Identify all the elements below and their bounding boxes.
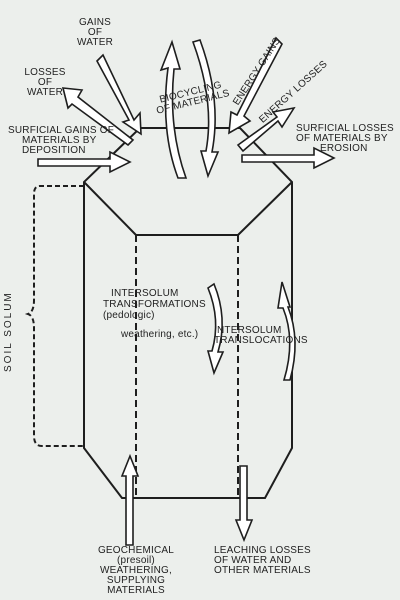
surficial-gains-arrow — [37, 150, 132, 174]
surficial-gains-label: SURFICIAL GAINS OF MATERIALS BY DEPOSITI… — [8, 125, 115, 156]
biocycling-up-arrow — [159, 39, 188, 179]
translocation-up-arrow — [277, 281, 296, 381]
intersolum-transformations-label: INTERSOLUM TRANSFORMATIONS (pedologic) w… — [103, 288, 206, 340]
surficial-losses-label: SURFICIAL LOSSES OF MATERIALS BY EROSION — [296, 123, 394, 154]
energy-losses-arrow — [236, 106, 296, 153]
soil-solum-label: SOIL SOLUM — [3, 291, 14, 372]
pedon-outline — [83, 127, 293, 499]
surficial-losses-arrow — [241, 146, 336, 170]
translocation-down-arrow — [206, 282, 225, 376]
biocycling-down-arrow — [191, 39, 220, 179]
gains-of-water-arrow — [96, 53, 142, 136]
geochemical-up-arrow — [120, 453, 140, 546]
intersolum-translocations-label: INTERSOLUM TRANSLOCATIONS — [214, 325, 308, 346]
top-right-bevel — [237, 181, 293, 236]
geochemical-label: GEOCHEMICAL (presoil) WEATHERING, SUPPLY… — [97, 545, 175, 596]
top-left-bevel — [83, 181, 137, 236]
leaching-down-arrow — [234, 465, 254, 543]
soil-solum-bracket — [24, 185, 84, 447]
leaching-losses-label: LEACHING LOSSES OF WATER AND OTHER MATER… — [214, 545, 311, 576]
losses-of-water-label: LOSSES OF WATER — [24, 67, 66, 98]
gains-of-water-label: GAINS OF WATER — [77, 17, 113, 48]
energy-gains-arrow — [228, 36, 283, 135]
losses-of-water-arrow — [61, 87, 135, 147]
